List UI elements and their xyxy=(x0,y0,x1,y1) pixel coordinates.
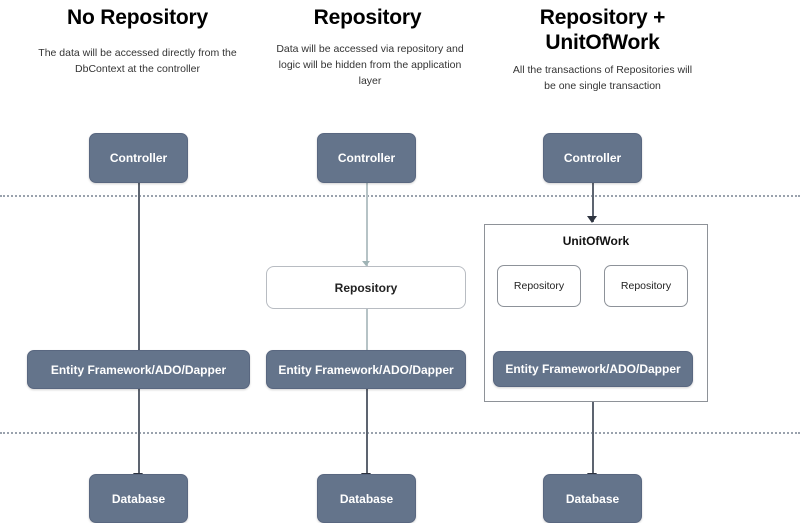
arrowhead-unitofwork-col3 xyxy=(587,216,597,223)
node-label: Entity Framework/ADO/Dapper xyxy=(278,362,454,377)
node-data-access-col2[interactable]: Entity Framework/ADO/Dapper xyxy=(266,350,466,389)
arrowhead-repository-col2 xyxy=(362,261,370,266)
connector-repository-to-data-access-col2 xyxy=(366,309,368,356)
column-subtitle-repository: Data will be accessed via repository and… xyxy=(276,43,464,87)
connector-controller-to-data-access-col1 xyxy=(138,180,140,364)
node-database-col2[interactable]: Database xyxy=(317,474,416,523)
node-label: Repository xyxy=(334,280,398,295)
node-controller-col2[interactable]: Controller xyxy=(317,133,416,183)
node-repository-col2[interactable]: Repository xyxy=(266,266,466,309)
column-title-repository: Repository xyxy=(313,6,422,29)
column-title-repository-unitofwork: Repository + UnitOfWork xyxy=(539,6,666,54)
node-label: Database xyxy=(339,491,394,506)
unitofwork-label: UnitOfWork xyxy=(562,234,630,248)
node-label: Database xyxy=(565,491,620,506)
node-repository-right-col3[interactable]: Repository xyxy=(604,265,688,307)
connector-data-access-to-database-col2 xyxy=(366,388,368,480)
connector-unitofwork-to-database-col3 xyxy=(592,402,594,480)
node-data-access-col1[interactable]: Entity Framework/ADO/Dapper xyxy=(27,350,250,389)
node-data-access-col3[interactable]: Entity Framework/ADO/Dapper xyxy=(493,351,693,387)
node-label: Database xyxy=(111,491,166,506)
connector-controller-to-unitofwork-col3 xyxy=(592,180,594,222)
column-title-no-repository: No Repository xyxy=(67,6,208,29)
node-label: Entity Framework/ADO/Dapper xyxy=(505,362,681,376)
column-subtitle-no-repository: The data will be accessed directly from … xyxy=(38,47,237,75)
node-label: Repository xyxy=(620,280,672,292)
node-label: Controller xyxy=(563,151,622,165)
node-database-col3[interactable]: Database xyxy=(543,474,642,523)
node-label: Entity Framework/ADO/Dapper xyxy=(50,362,227,377)
node-repository-left-col3[interactable]: Repository xyxy=(497,265,581,307)
node-database-col1[interactable]: Database xyxy=(89,474,188,523)
connector-data-access-to-database-col1 xyxy=(138,388,140,480)
node-label: Controller xyxy=(337,151,396,165)
node-label: Controller xyxy=(109,151,168,165)
layer-divider-upper xyxy=(0,195,800,197)
node-controller-col3[interactable]: Controller xyxy=(543,133,642,183)
node-label: Repository xyxy=(513,280,565,292)
connector-controller-to-repository-col2 xyxy=(366,180,368,266)
layer-divider-lower xyxy=(0,432,800,434)
column-subtitle-repository-unitofwork: All the transactions of Repositories wil… xyxy=(512,64,693,92)
node-controller-col1[interactable]: Controller xyxy=(89,133,188,183)
